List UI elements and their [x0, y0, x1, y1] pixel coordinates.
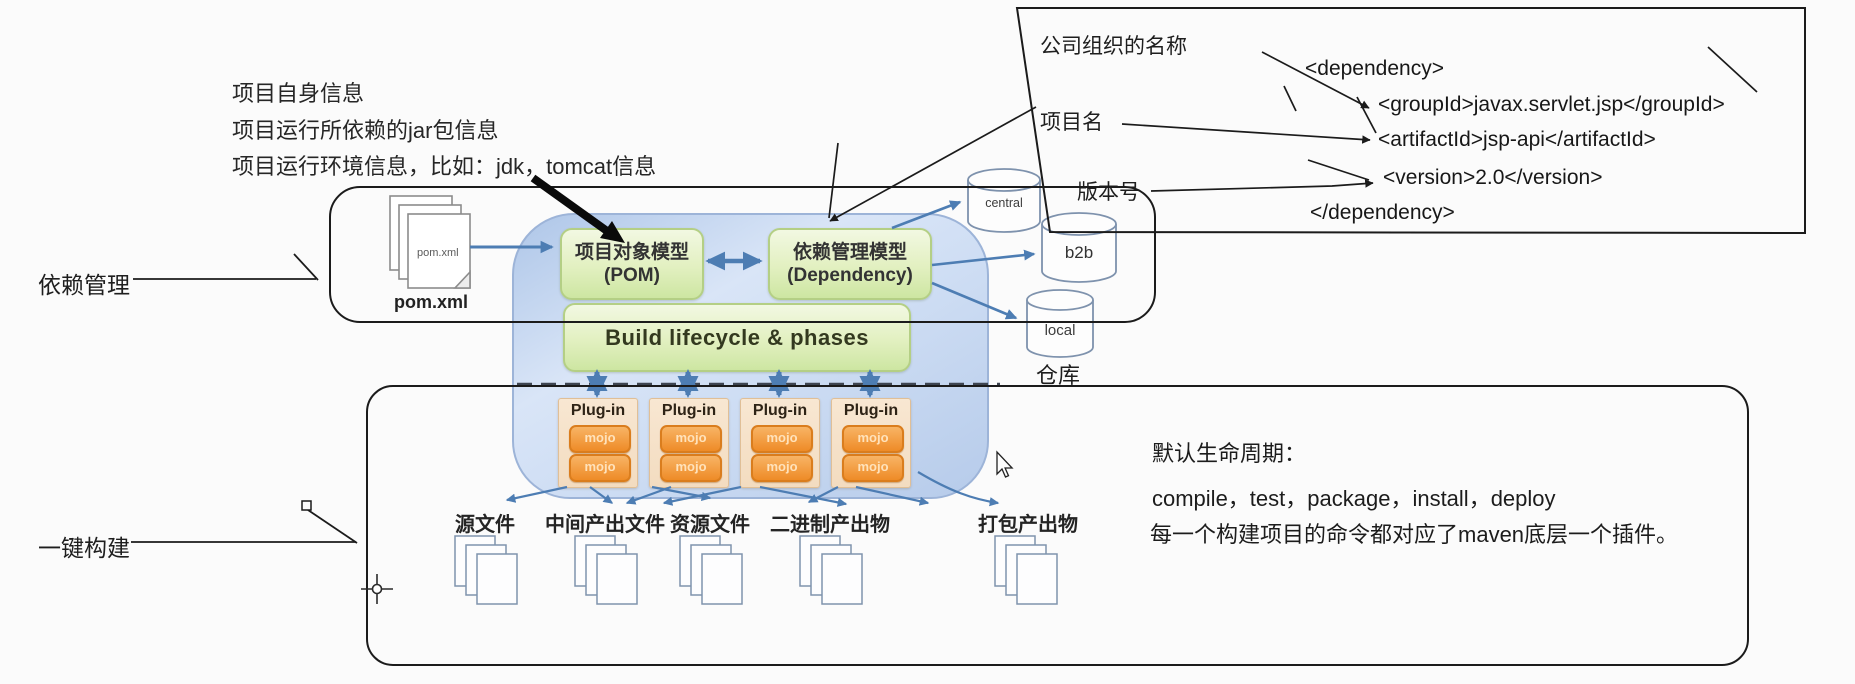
build-lifecycle-label: Build lifecycle & phases: [605, 324, 869, 350]
mojo-chip: mojo: [842, 454, 904, 482]
xml-code-groupid: <groupId>javax.servlet.jsp</groupId>: [1378, 93, 1725, 116]
version-annotation-label: 版本号: [1077, 181, 1140, 204]
dependency-model-subtitle: (Dependency): [787, 265, 913, 286]
source-files-stack-icon: [454, 535, 518, 605]
mojo-chip: mojo: [660, 454, 722, 482]
group-id-annotation-label: 公司组织的名称: [1040, 35, 1187, 58]
mojo-chip: mojo: [842, 425, 904, 453]
output-label-resource: 资源文件: [670, 514, 750, 536]
plugin-box-2: Plug-in mojo mojo: [649, 398, 729, 488]
plugin-box-1: Plug-in mojo mojo: [558, 398, 638, 488]
output-label-package: 打包产出物: [978, 514, 1078, 536]
output-label-binary: 二进制产出物: [770, 514, 890, 536]
xml-code-dependency-close: </dependency>: [1310, 201, 1455, 224]
pom-file-label: pom.xml: [394, 292, 469, 312]
mojo-chip: mojo: [569, 454, 631, 482]
binary-output-stack-icon: [799, 535, 863, 605]
repository-group-label: 仓库: [1036, 363, 1081, 388]
build-lifecycle-box: Build lifecycle & phases: [563, 303, 911, 372]
output-label-intermediate: 中间产出文件: [545, 514, 665, 536]
mojo-chip: mojo: [751, 454, 813, 482]
pom-model-subtitle: (POM): [604, 265, 660, 286]
mouse-cursor-icon: [996, 450, 1014, 478]
b2b-repo-cylinder: [1041, 212, 1117, 283]
pom-annotation-line-1: 项目自身信息: [232, 81, 365, 106]
central-repo-label: central: [985, 196, 1023, 210]
mojo-chip: mojo: [660, 425, 722, 453]
plugin-box-4: Plug-in mojo mojo: [831, 398, 911, 488]
crosshair-cursor-icon: [361, 574, 393, 604]
xml-code-artifactid: <artifactId>jsp-api</artifactId>: [1378, 128, 1656, 151]
pom-annotation-line-2: 项目运行所依赖的jar包信息: [232, 118, 499, 143]
one-click-build-label: 一键构建: [38, 535, 130, 561]
xml-code-version: <version>2.0</version>: [1383, 166, 1603, 189]
xml-code-dependency-open: <dependency>: [1305, 57, 1444, 80]
artifact-id-annotation-label: 项目名: [1040, 111, 1103, 134]
pom-file-stack-icon: [389, 195, 471, 289]
lifecycle-phases-text: compile，test，package，install，deploy: [1152, 486, 1556, 511]
b2b-repo-label: b2b: [1065, 243, 1093, 262]
plugin-label: Plug-in: [752, 402, 808, 419]
local-repo-cylinder: [1026, 289, 1094, 358]
selection-handle-square: [301, 500, 312, 511]
dependency-model-box: 依赖管理模型 (Dependency): [768, 228, 932, 300]
local-repo-label: local: [1045, 322, 1076, 339]
mojo-chip: mojo: [751, 425, 813, 453]
dependency-model-title: 依赖管理模型: [792, 242, 907, 263]
lifecycle-description-text: 每一个构建项目的命令都对应了maven底层一个插件。: [1150, 522, 1679, 547]
plugin-label: Plug-in: [661, 402, 717, 419]
default-lifecycle-title: 默认生命周期：: [1152, 441, 1307, 466]
side-label-connectors: [131, 253, 358, 544]
intermediate-files-stack-icon: [574, 535, 638, 605]
pom-file-chip-text: pom.xml: [417, 247, 459, 259]
pom-model-box: 项目对象模型 (POM): [560, 228, 704, 300]
output-label-source: 源文件: [455, 514, 515, 536]
pom-annotation-line-3: 项目运行环境信息，比如：jdk，tomcat信息: [232, 154, 657, 179]
mojo-chip: mojo: [569, 425, 631, 453]
plugin-label: Plug-in: [843, 402, 899, 419]
plugin-box-3: Plug-in mojo mojo: [740, 398, 820, 488]
package-output-stack-icon: [994, 535, 1058, 605]
resource-files-stack-icon: [679, 535, 743, 605]
central-repo-cylinder: [967, 168, 1041, 233]
plugin-label: Plug-in: [570, 402, 626, 419]
dependency-management-label: 依赖管理: [38, 272, 130, 298]
pom-model-title: 项目对象模型: [574, 242, 689, 263]
